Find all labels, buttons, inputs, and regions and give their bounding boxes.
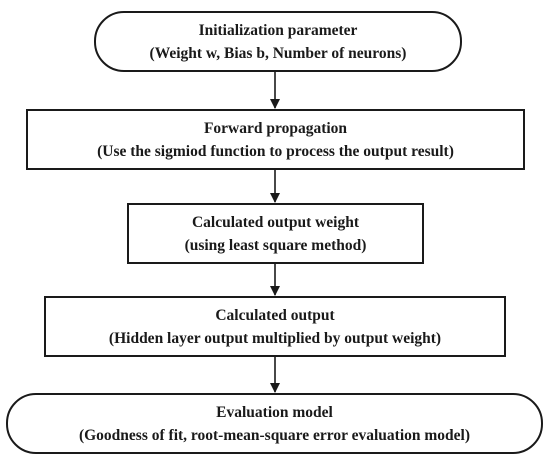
forward-propagation-node: Forward propagation (Use the sigmiod fun… [26,109,525,170]
node-title: Evaluation model [216,403,333,421]
evaluation-model-node: Evaluation model (Goodness of fit, root-… [6,393,543,454]
node-detail: (Goodness of fit, root-mean-square error… [78,426,471,444]
initialization-parameter-node: Initialization parameter (Weight w, Bias… [94,11,462,72]
node-title: Calculated output [215,306,335,324]
calculated-output-node: Calculated output (Hidden layer output m… [44,296,506,357]
node-detail: (using least square method) [184,236,367,254]
node-title: Calculated output weight [191,213,360,231]
node-detail: (Use the sigmiod function to process the… [97,142,454,160]
node-title: Initialization parameter [198,21,358,39]
node-title: Forward propagation [203,119,348,137]
node-detail: (Hidden layer output multiplied by outpu… [108,329,442,347]
node-detail: (Weight w, Bias b, Number of neurons) [149,44,407,62]
calculated-output-weight-node: Calculated output weight (using least sq… [127,203,424,264]
